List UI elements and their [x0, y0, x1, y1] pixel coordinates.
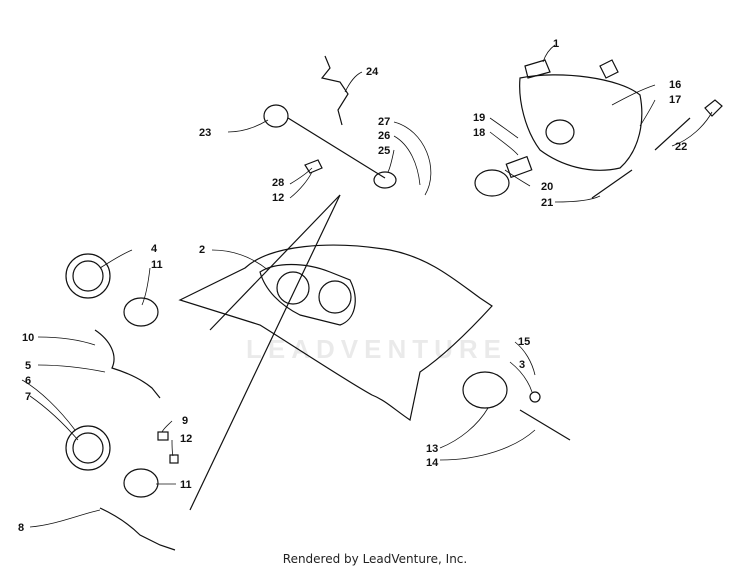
callout-1: 1 — [553, 38, 559, 50]
harness-8 — [99, 507, 176, 551]
callout-20: 20 — [541, 181, 553, 193]
callout-13: 13 — [426, 443, 438, 455]
callout-17: 17 — [669, 94, 681, 106]
dash-gauge-right — [318, 280, 352, 314]
harness-10 — [94, 329, 161, 399]
callout-22: 22 — [675, 141, 687, 153]
dash-gauges — [259, 263, 356, 326]
guide-line-2 — [189, 194, 341, 511]
guide-line-1 — [209, 194, 341, 331]
bezel-ring — [474, 169, 510, 197]
lamp-13 — [462, 371, 508, 409]
wire-24 — [320, 55, 349, 126]
part-9 — [157, 431, 169, 441]
callout-28: 28 — [272, 177, 284, 189]
wire-14 — [519, 409, 571, 441]
callout-12-top: 12 — [272, 192, 284, 204]
bulb-socket — [505, 155, 533, 179]
callout-11-top: 11 — [151, 259, 163, 271]
callout-4: 4 — [151, 243, 158, 255]
callout-3: 3 — [519, 359, 525, 371]
callout-26: 26 — [378, 130, 390, 142]
callout-14: 14 — [426, 457, 439, 469]
watermark: LEADVENTURE — [246, 334, 508, 364]
callout-25: 25 — [378, 145, 390, 157]
gauge-23 — [263, 104, 289, 128]
headlight-housing — [519, 74, 643, 171]
callout-27: 27 — [378, 116, 390, 128]
part-3 — [529, 391, 541, 403]
bolt-21 — [591, 169, 633, 199]
bracket-16 — [599, 59, 619, 79]
gauge-7-face — [72, 432, 104, 464]
clip-22 — [704, 99, 723, 117]
callout-18: 18 — [473, 127, 485, 139]
gauge-bar — [287, 117, 386, 179]
gauge-4-face — [72, 260, 104, 292]
callout-5: 5 — [25, 360, 31, 372]
callout-7: 7 — [25, 391, 31, 403]
callout-11-bottom: 11 — [180, 479, 192, 491]
callout-21: 21 — [541, 197, 553, 209]
callout-19: 19 — [473, 112, 485, 124]
callout-24: 24 — [366, 66, 379, 78]
callout-8: 8 — [18, 522, 24, 534]
part-28 — [304, 159, 323, 174]
part-12-small — [169, 454, 179, 464]
callout-12-left: 12 — [180, 433, 192, 445]
callout-15: 15 — [518, 336, 530, 348]
callout-23: 23 — [199, 127, 211, 139]
screw-17 — [654, 117, 691, 151]
headlight-lens — [545, 119, 575, 145]
footer-credit: Rendered by LeadVenture, Inc. — [282, 552, 468, 566]
ring-11-bottom — [123, 468, 159, 498]
gauge-4 — [65, 253, 111, 299]
dash-gauge-left — [276, 271, 310, 305]
gauge-25 — [373, 171, 397, 189]
callout-6: 6 — [25, 375, 31, 387]
hood-panel — [178, 244, 493, 421]
callout-9: 9 — [182, 415, 188, 427]
callout-10: 10 — [22, 332, 34, 344]
ring-11-top — [123, 297, 159, 327]
callout-2: 2 — [199, 244, 205, 256]
bracket-1 — [524, 59, 551, 79]
callout-16: 16 — [669, 79, 681, 91]
gauge-7 — [65, 425, 111, 471]
